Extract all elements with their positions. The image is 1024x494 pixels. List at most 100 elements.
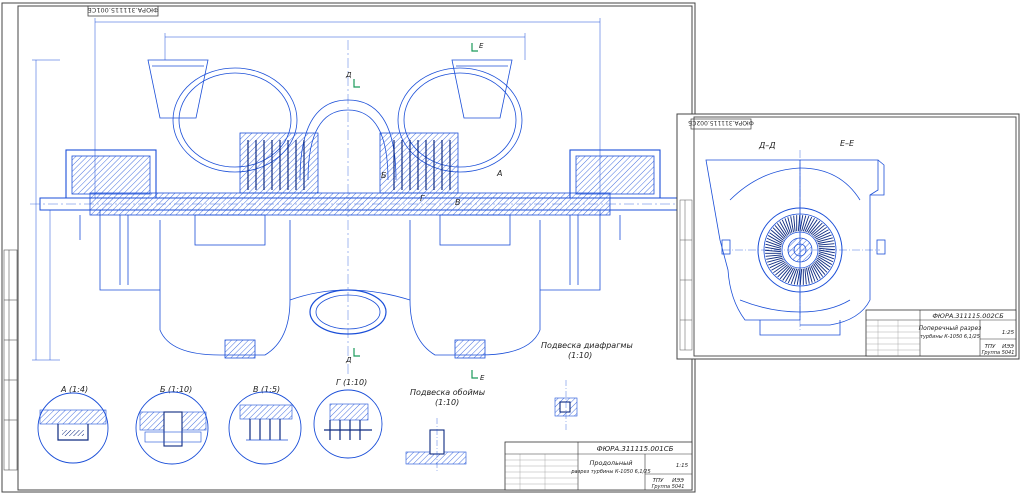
sheet-1-dept: ИЭЭ — [672, 478, 684, 484]
blade-line — [785, 267, 794, 283]
blade-line — [777, 265, 790, 278]
section-markers: Д Е Д Е — [345, 42, 485, 382]
blade-line — [765, 254, 782, 257]
blade-line — [818, 252, 835, 260]
blade-line — [779, 266, 791, 280]
blade-line — [816, 257, 831, 268]
blade-line — [782, 266, 793, 281]
blade-line — [768, 259, 784, 266]
blade-line — [769, 232, 784, 243]
sheet-2-title-code: ФЮРА.311115.002СБ — [932, 312, 1004, 320]
blade-line — [810, 222, 823, 235]
sheet-2-stamp-code: ФЮРА.311115.002СБ — [688, 119, 754, 126]
callout-b: Б — [381, 171, 387, 180]
detail-view-b: Б (1:10) — [135, 385, 209, 465]
callout-v: В — [455, 198, 461, 207]
callout-g: Г — [420, 194, 425, 203]
sheet-1-org: ТПУ — [653, 478, 664, 484]
blade-line — [810, 265, 819, 281]
overall-dimension-lines — [32, 18, 601, 361]
sheet-2-margin-strip — [679, 199, 693, 351]
blade-line — [809, 220, 821, 234]
detail-views: А (1:4) Б (1:10) В (1:5) — [37, 341, 633, 472]
blade-line — [809, 266, 816, 282]
blade-line — [790, 268, 798, 285]
blade-line — [773, 263, 787, 274]
blade-line — [776, 223, 787, 237]
blade-line — [813, 226, 827, 237]
blade-line — [806, 267, 810, 284]
blade-line — [766, 256, 783, 260]
sheet-2-inner-frame — [693, 116, 1017, 357]
sheet-1-margin-strip — [3, 249, 18, 471]
blade-line — [793, 215, 796, 232]
blade-line — [799, 215, 804, 232]
blade-line — [771, 261, 786, 271]
sheet-2-corner-stamp: ФЮРА.311115.002СБ — [688, 118, 754, 130]
blade-line — [804, 216, 813, 232]
sheet-1: ФЮРА.311115.001СБ — [1, 2, 696, 493]
sheet-1-stamp-code: ФЮРА.311115.001СБ — [87, 6, 158, 14]
sheet-1-corner-stamp: ФЮРА.311115.001СБ — [87, 5, 159, 17]
detail-view-a: А (1:4) — [37, 385, 109, 464]
blade-line — [814, 261, 826, 275]
detail-view-a-label: А (1:4) — [60, 385, 88, 394]
blade-line — [818, 247, 836, 251]
suspension-diaphragm-scale: (1:10) — [568, 351, 592, 360]
blade-line — [815, 231, 831, 240]
blade-line — [802, 215, 810, 232]
suspension-diaphragm-title: Подвеска диафрагмы — [541, 341, 633, 350]
detail-view-g-label: Г (1:10) — [336, 378, 367, 387]
section-mark-d-top: Д — [345, 71, 352, 79]
blade-line — [765, 243, 782, 249]
blade-line — [784, 218, 791, 234]
blade-line — [767, 235, 783, 244]
blade-line — [806, 217, 815, 233]
blade-line — [770, 229, 784, 241]
section-mark-d-bottom: Д — [345, 356, 352, 364]
detail-view-v-label: В (1:5) — [253, 385, 280, 394]
blade-line — [793, 268, 799, 285]
blade-line — [787, 268, 796, 284]
blade-line — [781, 219, 790, 235]
suspension-shell-scale: (1:10) — [435, 398, 459, 407]
blade-line — [787, 217, 793, 233]
sheet-1-scale: 1:15 — [676, 463, 689, 469]
detail-callouts: А Б В Г — [381, 169, 502, 207]
turbine-blade-ring — [764, 214, 836, 286]
sheet-2: ФЮРА.311115.002СБ Д–Д Е–Е — [676, 113, 1020, 360]
sheet-2-title-block: ФЮРА.311115.002СБ Поперечный разрез турб… — [865, 309, 1017, 357]
blade-line — [790, 216, 794, 233]
blade-line — [765, 240, 782, 248]
suspension-diaphragm-view: Подвеска диафрагмы (1:10) — [541, 341, 633, 432]
sheet-2-title-name-line1: Поперечный разрез — [919, 325, 982, 332]
sheet-1-title-block: ФЮРА.311115.001СБ Продольный разрез турб… — [504, 441, 693, 491]
callout-a: А — [496, 169, 502, 178]
blade-line — [796, 268, 801, 285]
blade-line — [779, 221, 789, 236]
sheet-2-scale: 1:25 — [1002, 330, 1015, 336]
blade-line — [818, 243, 835, 246]
blade-line — [774, 225, 786, 239]
blade-line — [816, 234, 832, 241]
turbine-cross-section — [705, 150, 886, 336]
blade-line — [814, 229, 829, 239]
blade-line — [818, 251, 835, 257]
sheet-1-title-name-line1: Продольный — [589, 459, 632, 467]
blade-line — [775, 264, 789, 276]
blade-line — [804, 268, 807, 285]
blade-line — [817, 237, 833, 243]
detail-view-g: Г (1:10) — [313, 378, 383, 459]
sheet-1-group: Группа 5041 — [652, 484, 685, 490]
blade-line — [807, 219, 818, 234]
blade-line — [772, 227, 785, 240]
blade-line — [799, 268, 803, 286]
blade-line — [765, 246, 782, 251]
blade-line — [767, 257, 783, 263]
blade-line — [817, 240, 834, 244]
blade-line — [801, 215, 807, 232]
blade-line — [766, 237, 782, 246]
blade-line — [797, 214, 801, 232]
blade-line — [811, 264, 821, 279]
